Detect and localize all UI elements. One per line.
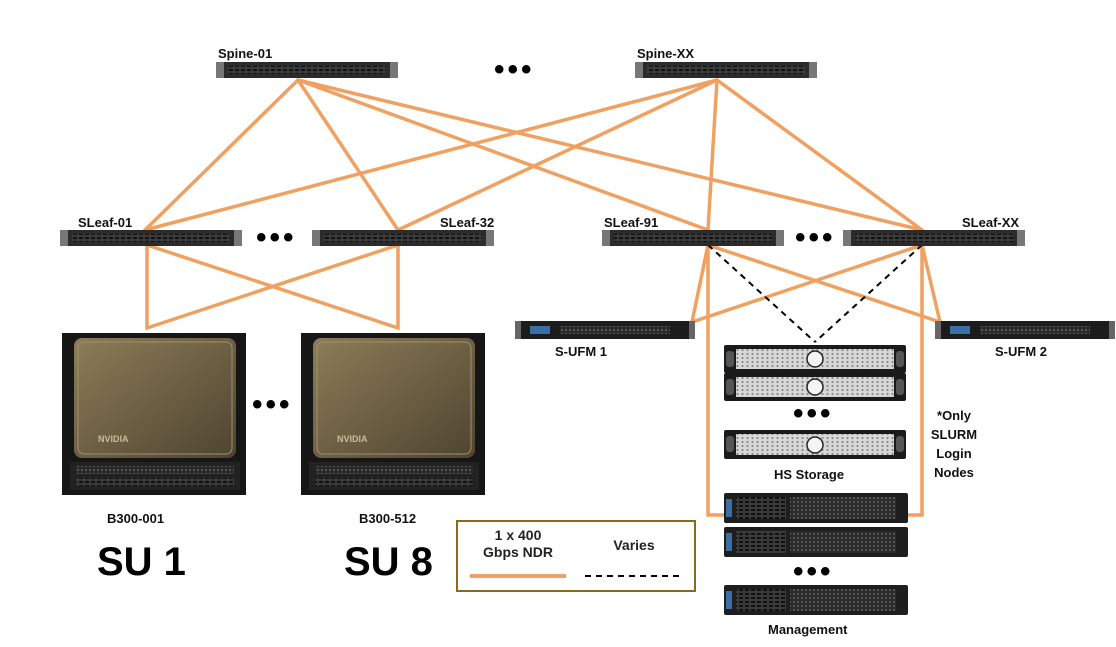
gpu-brand-logo: NVIDIA: [337, 434, 368, 444]
ufm-label-2: S-UFM 2: [995, 344, 1047, 359]
legend-varies-label: Varies: [613, 537, 655, 553]
varies-links: [707, 244, 923, 343]
management-server: [724, 493, 908, 523]
spine-switch-01: [216, 62, 398, 78]
note-line: *Only: [937, 408, 971, 423]
system-label-b300-001: B300-001: [107, 511, 165, 526]
login-nodes-note: *Only SLURM Login Nodes: [926, 406, 982, 482]
leaf-switch-01: [60, 230, 242, 246]
spine-switch-xx: [635, 62, 817, 78]
storage-unit: [724, 430, 906, 459]
ufm-server-2: [935, 321, 1115, 339]
spine-ellipsis: •••: [494, 53, 535, 86]
legend-ndr-line2: Gbps NDR: [483, 544, 553, 560]
note-line: Login: [936, 446, 972, 461]
ndr-links: [143, 78, 942, 517]
leaf-switch-32: [312, 230, 494, 246]
leaf-ellipsis-right: •••: [795, 221, 836, 254]
leaf-switch-91: [602, 230, 784, 246]
leaf-label-01: SLeaf-01: [78, 215, 133, 230]
management-ellipsis: •••: [793, 555, 834, 588]
leaf-label-32: SLeaf-32: [440, 215, 495, 230]
legend-ndr-line1: 1 x 400: [494, 527, 542, 543]
storage-ellipsis: •••: [793, 397, 834, 430]
note-line: Nodes: [934, 465, 974, 480]
spine-label-xx: Spine-XX: [637, 46, 695, 61]
gpu-system-b300-001: [62, 333, 246, 495]
leaf-switch-xx: [843, 230, 1025, 246]
storage-unit: [724, 373, 906, 401]
note-line: SLURM: [930, 427, 978, 442]
gpu-system-b300-512: [301, 333, 485, 495]
legend: [456, 520, 696, 592]
spine-label-01: Spine-01: [218, 46, 273, 61]
leaf-label-xx: SLeaf-XX: [962, 215, 1020, 230]
leaf-ellipsis-left: •••: [256, 221, 297, 254]
su-label-1: SU 1: [97, 540, 186, 584]
system-ellipsis: •••: [252, 388, 293, 421]
system-label-b300-512: B300-512: [359, 511, 417, 526]
ufm-label-1: S-UFM 1: [555, 344, 607, 359]
management-server: [724, 527, 908, 557]
gpu-brand-logo: NVIDIA: [98, 434, 129, 444]
su-label-8: SU 8: [344, 540, 433, 584]
leaf-label-91: SLeaf-91: [604, 215, 659, 230]
storage-unit: [724, 345, 906, 373]
management-label: Management: [768, 622, 848, 637]
storage-label: HS Storage: [774, 467, 845, 482]
management-server: [724, 585, 908, 615]
ufm-server-1: [515, 321, 695, 339]
legend-ndr-label: 1 x 400 Gbps NDR: [470, 527, 566, 561]
